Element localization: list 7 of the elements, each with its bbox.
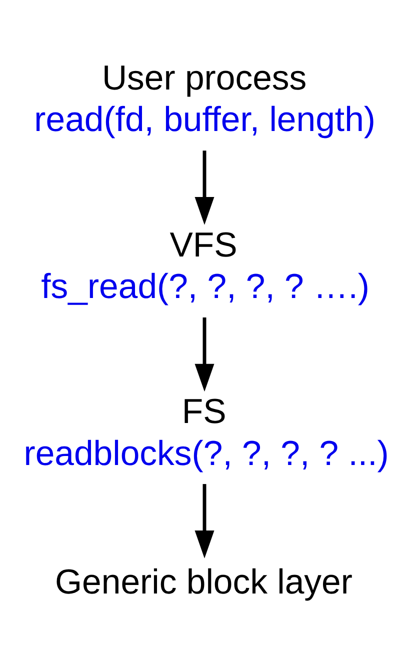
arrow bbox=[194, 150, 214, 225]
arrow bbox=[194, 317, 214, 392]
node-text: Generic block layer bbox=[55, 563, 352, 602]
node-text: FS readblocks(?, ?, ?, ? ...) bbox=[24, 393, 389, 473]
node-text: User process read(fd, buffer, length) bbox=[34, 59, 376, 140]
arrow bbox=[194, 484, 214, 558]
node-text: VFS fs_read(?, ?, ?, ? ….) bbox=[41, 226, 370, 306]
